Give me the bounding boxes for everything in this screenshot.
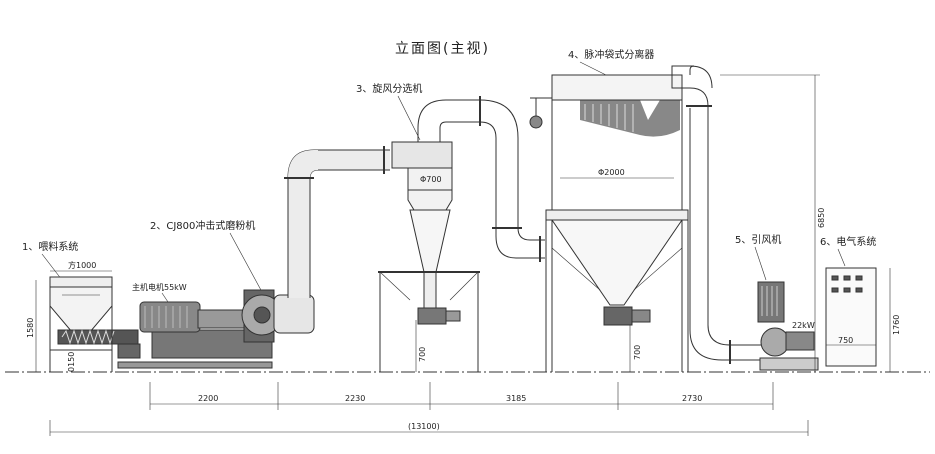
fan-motor-kw: 22kW <box>792 321 815 330</box>
cyclone-dip <box>423 271 437 309</box>
dim-1: 2200 <box>198 394 218 403</box>
bag-valve-motor <box>631 309 651 323</box>
impact-mill: 2、CJ800冲击式磨粉机 主机电机55kW <box>117 219 315 369</box>
leader-mill <box>229 232 263 293</box>
cyclone-cone <box>409 209 451 273</box>
cabinet-body <box>825 267 877 367</box>
feeder-system: 1、喂料系统 方1000 1580 0150 <box>22 240 141 372</box>
dim-screw-v: 0150 <box>67 352 76 372</box>
main-motor <box>139 301 201 333</box>
mill-outlet <box>273 294 315 334</box>
dim-feeder-v: 1580 <box>26 318 35 338</box>
label-mill: 2、CJ800冲击式磨粉机 <box>150 219 255 232</box>
label-feeder: 1、喂料系统 <box>22 240 78 253</box>
bag-flange <box>545 209 689 221</box>
dim-hopper-width: 方1000 <box>68 260 96 270</box>
dim-overall-v: 6850 <box>817 208 826 228</box>
drawing-title: 立面图(主视) <box>395 41 490 57</box>
leader-electric <box>837 248 846 267</box>
pulse-bag-filter: 4、脉冲袋式分离器 Φ2000 700 <box>529 48 689 372</box>
fan-housing <box>760 327 790 357</box>
label-fan: 5、引风机 <box>735 233 781 246</box>
bag-valve-bottom <box>603 306 633 326</box>
dim-2: 2230 <box>345 394 365 403</box>
dim-4: 2730 <box>682 394 702 403</box>
induced-fan: 5、引风机 22kW <box>735 233 819 371</box>
pulse-manifold <box>580 100 680 137</box>
dim-cabinet-w: 750 <box>838 336 853 345</box>
pipe-cyclone-bag <box>417 96 545 262</box>
feeder-hopper <box>49 286 113 333</box>
electric-cabinet: 6、电气系统 750 1760 <box>820 235 901 372</box>
bag-top-plenum <box>551 74 683 101</box>
bag-valve <box>529 115 543 129</box>
leader-cyclone <box>397 95 421 141</box>
leader-feeder <box>41 253 63 281</box>
pipe-mill-cyclone <box>284 146 390 298</box>
motor-fins <box>144 306 188 328</box>
cyclone-separator: 3、旋风分选机 Φ700 700 <box>356 82 480 372</box>
feeder-motor <box>117 343 141 359</box>
bag-hopper <box>551 219 683 306</box>
feeder-hopper-top <box>49 276 113 288</box>
dim-total: (13100) <box>408 422 440 431</box>
mill-skid <box>117 361 273 369</box>
pipe-bag-fan <box>671 65 765 364</box>
screw-flight <box>61 329 115 345</box>
overall-height-dim: 6850 <box>720 74 826 372</box>
fan-base <box>759 357 819 371</box>
bag-dia: Φ2000 <box>598 168 625 177</box>
dimension-chain <box>49 382 809 436</box>
dim-3: 3185 <box>506 394 526 403</box>
rotor-hub <box>253 306 271 324</box>
main-motor-label: 主机电机55kW <box>132 282 187 292</box>
coupling <box>197 309 247 329</box>
dim-bag-v: 700 <box>633 345 642 360</box>
cyclone-dia: Φ700 <box>420 175 442 184</box>
label-electric: 6、电气系统 <box>820 235 876 248</box>
label-cyclone: 3、旋风分选机 <box>356 82 422 95</box>
cyclone-inlet <box>391 141 453 169</box>
fan-motor <box>785 331 815 351</box>
leader-fan <box>754 246 767 281</box>
valve-motor <box>445 310 461 322</box>
dim-cyclone-v: 700 <box>418 347 427 362</box>
cyclone-barrel <box>407 189 453 211</box>
cyclone-valve <box>417 307 447 325</box>
dim-cabinet-v: 1760 <box>892 315 901 335</box>
label-bag-filter: 4、脉冲袋式分离器 <box>568 48 654 61</box>
